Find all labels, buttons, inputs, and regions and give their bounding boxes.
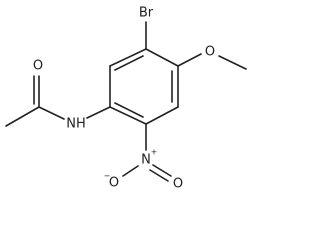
nitro-double-bond xyxy=(149,169,169,182)
ring-bond xyxy=(109,48,147,67)
positive-charge-label: + xyxy=(151,148,158,157)
nitro-oxygen-single-label: O xyxy=(109,176,119,191)
benzene-ring xyxy=(109,48,179,125)
acetyl-methyl-bond xyxy=(5,106,40,127)
nitro-nitrogen-label: N xyxy=(141,153,151,168)
ring-bond xyxy=(109,106,147,125)
ring-double-bond xyxy=(114,55,144,71)
nitro-single-bond xyxy=(122,165,139,177)
methoxy-bond xyxy=(177,53,202,67)
negative-charge-label: − xyxy=(104,172,111,181)
ring-bond xyxy=(145,48,179,67)
chemical-structure: Br O NH O N + O O − xyxy=(5,6,247,192)
carbonyl-oxygen-label: O xyxy=(33,59,43,74)
ring-double-bond xyxy=(114,102,144,118)
amide-nitrogen-label: NH xyxy=(66,117,86,132)
nitro-double-bond xyxy=(152,164,172,177)
ring-to-nh-bond xyxy=(86,106,111,119)
ring-bond xyxy=(145,106,179,125)
methoxy-oxygen-label: O xyxy=(205,45,215,60)
methyl-bond xyxy=(218,55,247,70)
bromine-label: Br xyxy=(139,6,154,21)
nitro-oxygen-double-label: O xyxy=(173,177,183,192)
nh-to-carbonyl-bond xyxy=(38,106,65,120)
